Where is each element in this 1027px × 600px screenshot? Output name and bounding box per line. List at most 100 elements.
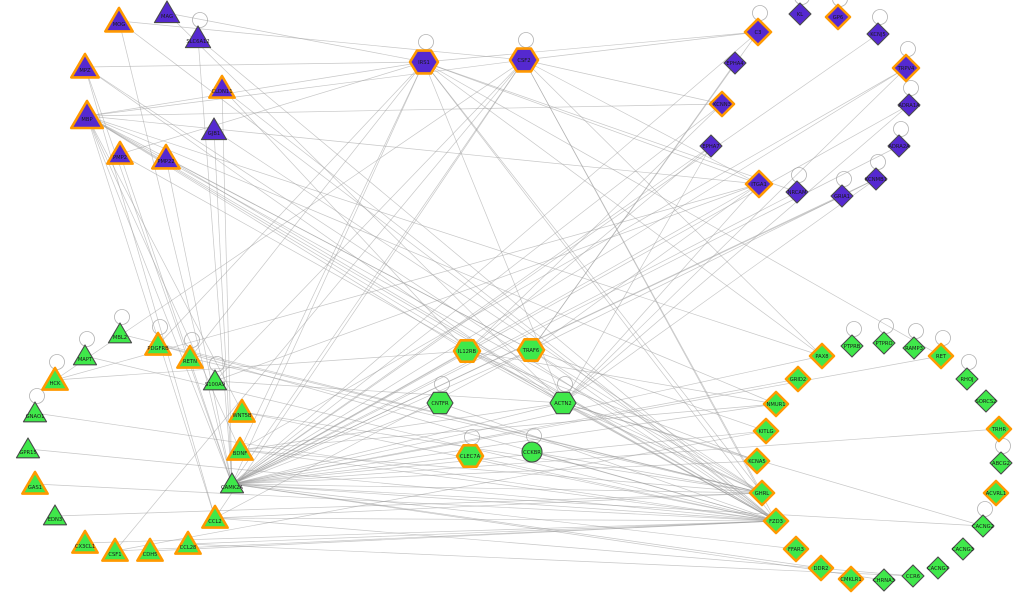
node-shape[interactable] [743,17,773,47]
node-epha7[interactable]: EPHA7 [699,134,723,158]
node-shape[interactable] [982,479,1010,507]
node-shape[interactable] [902,336,926,360]
node-cx3cl1[interactable]: CX3CL1 [71,529,99,554]
node-shape[interactable] [452,339,482,363]
node-grid2[interactable]: GRID2 [784,365,812,393]
node-shape[interactable] [901,564,925,588]
node-shape[interactable] [971,514,995,538]
node-abcg2[interactable]: ABCG2 [989,451,1013,475]
node-mpz[interactable]: MPZ [70,52,100,79]
node-shape[interactable] [864,167,888,191]
node-ffar3[interactable]: FFAR3 [782,535,810,563]
node-shape[interactable] [752,417,780,445]
node-shape[interactable] [106,140,134,165]
node-shape[interactable] [226,436,254,461]
node-shape[interactable] [144,331,172,356]
node-fzd3[interactable]: FZD3 [762,507,790,535]
node-shape[interactable] [748,479,776,507]
node-shape[interactable] [201,504,229,529]
node-shape[interactable] [927,342,955,370]
node-mbl2[interactable]: MBL2 [107,322,133,344]
node-adra1a[interactable]: ADRA1A [897,93,921,117]
node-shape[interactable] [228,398,256,423]
node-il12rb[interactable]: IL12RB [452,339,482,363]
node-kitlg[interactable]: KITLG [752,417,780,445]
node-shape[interactable] [184,25,212,49]
node-kcna5[interactable]: KCNA5 [743,447,771,475]
node-shape[interactable] [22,401,48,423]
node-shape[interactable] [70,52,100,79]
node-shape[interactable] [101,537,129,562]
node-shape[interactable] [508,47,540,73]
node-ccl28[interactable]: CCL28 [174,530,202,555]
node-pmp2[interactable]: PMP2 [106,140,134,165]
node-sorcs2[interactable]: SORCS2 [974,389,998,413]
node-shape[interactable] [784,365,812,393]
node-irs1[interactable]: IRS1 [408,49,440,75]
node-chrna3[interactable]: CHRNA3 [872,568,896,592]
node-shape[interactable] [872,568,896,592]
node-shape[interactable] [699,134,723,158]
node-ptpro[interactable]: PTPRO [872,331,896,355]
node-shape[interactable] [15,437,41,459]
node-epha4[interactable]: EPHA4 [723,51,747,75]
node-cldn11[interactable]: CLDN11 [208,74,236,99]
node-shape[interactable] [200,117,228,141]
node-shape[interactable] [985,415,1013,443]
node-csf2[interactable]: CSF2 [508,47,540,73]
node-shape[interactable] [41,366,69,391]
node-ccr6[interactable]: CCR6 [901,564,925,588]
node-c3[interactable]: C3 [743,17,773,47]
node-cacng3[interactable]: CACNG3 [951,537,975,561]
node-mog[interactable]: MOG [104,6,134,33]
node-cmklr1[interactable]: CMKLR1 [837,565,865,593]
node-gpr15[interactable]: GPR15 [15,437,41,459]
node-clec7a[interactable]: CLEC7A [455,444,485,468]
node-traf6[interactable]: TRAF6 [516,338,546,362]
node-shape[interactable] [136,537,164,562]
node-shape[interactable] [837,565,865,593]
node-shape[interactable] [104,6,134,33]
node-nmur1[interactable]: NMUR1 [762,390,790,418]
node-rhoj[interactable]: RHOJ [955,367,979,391]
node-ret[interactable]: RET [927,342,955,370]
node-shape[interactable] [42,504,68,526]
node-gas1[interactable]: GAS1 [21,470,49,495]
node-shape[interactable] [743,447,771,475]
node-shape[interactable] [782,535,810,563]
node-shape[interactable] [974,389,998,413]
node-itga1[interactable]: ITGA1 [744,169,774,199]
node-nrcam[interactable]: NRCAM [785,180,809,204]
node-shape[interactable] [69,99,105,130]
node-shape[interactable] [808,342,836,370]
node-shape[interactable] [21,470,49,495]
node-shape[interactable] [891,53,921,83]
node-trhr[interactable]: TRHR [985,415,1013,443]
node-ptprb[interactable]: PTPRB [840,334,864,358]
node-shape[interactable] [830,184,854,208]
node-gria1[interactable]: GRIA1 [830,184,854,208]
node-kcnmb1[interactable]: KCNMB1 [864,167,888,191]
node-kl[interactable]: KL [788,2,812,26]
node-shape[interactable] [872,331,896,355]
node-acvrl1[interactable]: ACVRL1 [982,479,1010,507]
node-shape[interactable] [762,390,790,418]
node-ddr2[interactable]: DDR2 [807,554,835,582]
node-shape[interactable] [955,367,979,391]
node-shape[interactable] [151,143,181,170]
node-ghrl[interactable]: GHRL [748,479,776,507]
node-edn3[interactable]: EDN3 [42,504,68,526]
node-shape[interactable] [455,444,485,468]
node-shape[interactable] [926,556,950,580]
node-adra2a[interactable]: ADRA2A [887,134,911,158]
node-shape[interactable] [549,391,577,415]
node-cckbr[interactable]: CCKBR [521,441,543,463]
node-gnao1[interactable]: GNAO1 [22,401,48,423]
node-shape[interactable] [723,51,747,75]
node-shape[interactable] [174,530,202,555]
node-cacng7[interactable]: CACNG7 [926,556,950,580]
node-shape[interactable] [785,180,809,204]
node-shape[interactable] [989,451,1013,475]
node-shape[interactable] [951,537,975,561]
